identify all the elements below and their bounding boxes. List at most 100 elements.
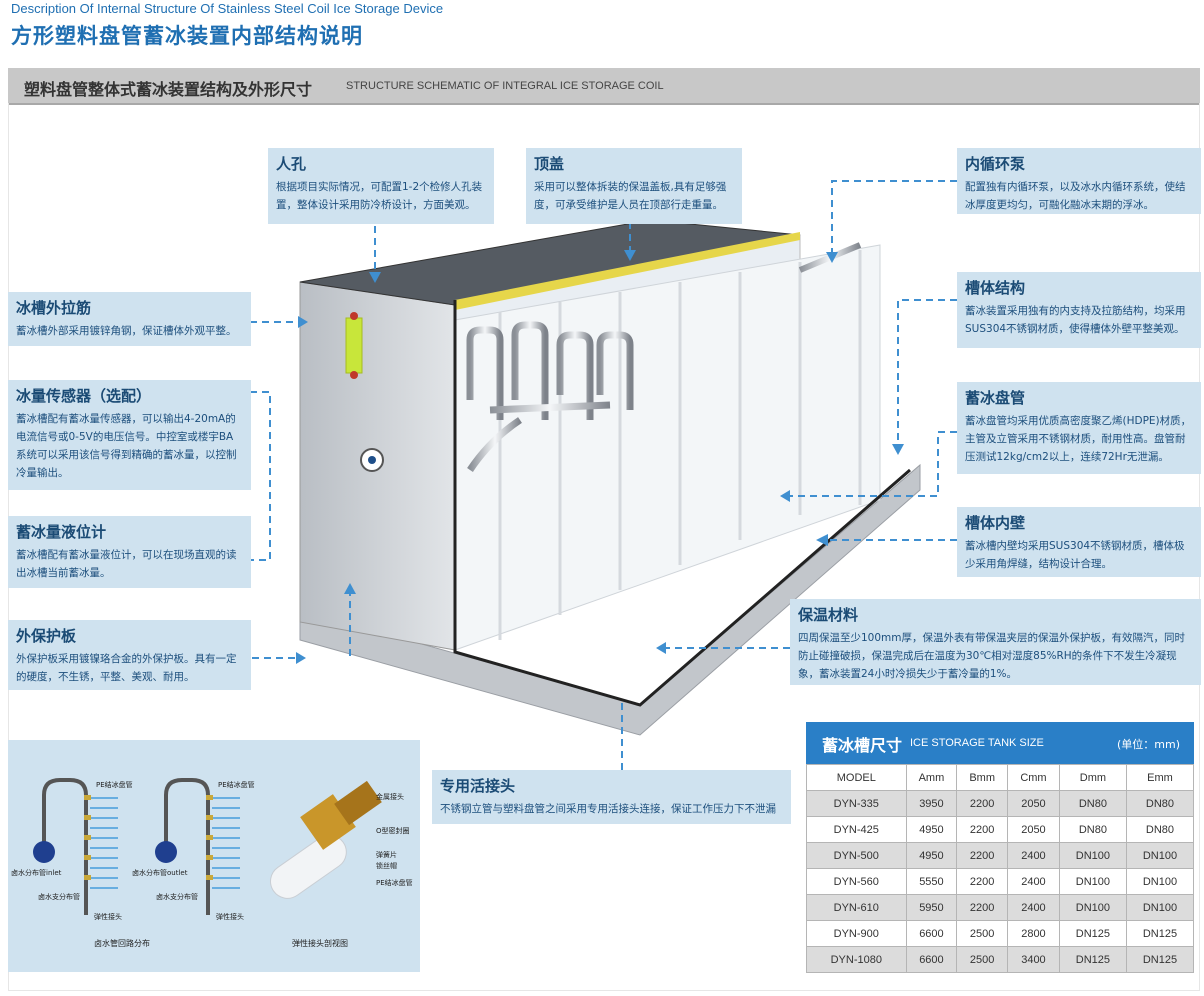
callout-title: 专用活接头 [440,777,516,795]
callout-title: 蓄冰盘管 [965,389,1026,407]
riser-pipes [466,321,634,472]
label-spring: 弹簧片 [376,851,397,859]
table-cell: DN100 [1058,894,1127,921]
table-cell: 5950 [905,894,958,921]
page-subtitle: Description Of Internal Structure Of Sta… [11,1,444,16]
section-title: 塑料盘管整体式蓄冰装置结构及外形尺寸 [24,80,313,99]
inlet-ball [33,841,55,863]
table-cell: 2050 [1007,790,1060,817]
table-cell: DYN-1080 [806,946,907,973]
label-branch1: 卤水支分布管 [38,893,80,901]
callout-pump: 内循环泵 配置独有内循环泵，以及冰水内循环系统，使结冰厚度更均匀，可融化融冰末期… [957,148,1201,214]
table-cell: 2200 [956,842,1009,869]
size-table-title: 蓄冰槽尺寸 [822,736,903,755]
label-joint1: 弹性接头 [94,913,122,921]
table-cell: DN80 [1125,790,1195,817]
callout-desc: 外保护板采用镀镍珞合金的外保护板。具有一定的硬度，不生锈，平整、美观、耐用。 [16,653,237,683]
label-pe2: PE结冰盘管 [218,781,255,789]
callout-panel: 外保护板 外保护板采用镀镍珞合金的外保护板。具有一定的硬度，不生锈，平整、美观、… [8,620,251,690]
callout-desc: 蓄冰槽配有蓄冰量传感器，可以输出4-20mA的电流信号或0-5V的电压信号。中控… [16,413,237,479]
callout-coil: 蓄冰盘管 蓄冰盘管均采用优质高密度聚乙烯(HDPE)材质，主管及立管采用不锈钢材… [957,382,1201,474]
callout-desc: 四周保温至少100mm厚，保温外表有带保温夹层的保温外保护板，有效隔汽，同时防止… [798,632,1185,680]
coil-diagram [33,778,382,915]
table-cell: 3950 [905,790,958,817]
table-cell: 2400 [1007,868,1060,895]
flow-arrows [90,797,240,889]
tank-top-strip [455,232,800,310]
callout-manhole: 人孔 根据项目实际情况，可配置1-2个检修人孔装置，整体设计采用防冷桥设计，方面… [268,148,494,224]
callout-desc: 不锈钢立管与塑料盘管之间采用专用活接头连接，保证工作压力下不泄漏 [440,803,776,815]
table-cell: DN100 [1058,868,1127,895]
label-metal: 金属接头 [376,793,404,801]
table-cell: 4950 [905,816,958,843]
table-cell: DN100 [1058,842,1127,869]
table-cell: DN100 [1125,868,1195,895]
table-cell: DN125 [1125,920,1195,947]
table-cell: DN125 [1058,946,1127,973]
table-cell: 6600 [905,946,958,973]
table-cell: 2400 [1007,842,1060,869]
callout-title: 冰量传感器（选配） [16,387,152,405]
label-outlet: 卤水分布管outlet [132,869,188,877]
section-title-en: STRUCTURE SCHEMATIC OF INTEGRAL ICE STOR… [346,80,664,92]
table-cell: DN100 [1125,842,1195,869]
callout-desc: 配置独有内循环泵，以及冰水内循环系统，使结冰厚度更均匀，可融化融冰末期的浮冰。 [965,181,1186,211]
caption-left: 卤水管回路分布 [94,939,150,948]
label-oring: O型密封圈 [376,827,410,835]
table-cell: 2500 [956,920,1009,947]
table-header-cell: Emm [1125,764,1195,791]
table-cell: DN100 [1125,894,1195,921]
size-table-unit: (单位：mm) [1116,738,1180,751]
brine-loop-left [42,778,88,915]
table-cell: DN125 [1125,946,1195,973]
callout-rib: 冰槽外拉筋 蓄冰槽外部采用镀锌角钢，保证槽体外观平整。 [8,292,251,346]
callout-desc: 蓄冰盘管均采用优质高密度聚乙烯(HDPE)材质，主管及立管采用不锈钢材质，耐用性… [965,415,1192,463]
table-cell: DN80 [1058,816,1127,843]
callout-title: 槽体内壁 [965,514,1026,532]
label-pe1: PE结冰盘管 [96,781,133,789]
table-cell: DN125 [1058,920,1127,947]
table-cell: 3400 [1007,946,1060,973]
table-cell: 2200 [956,894,1009,921]
table-cell: 2200 [956,868,1009,895]
callout-joint: 专用活接头 不锈钢立管与塑料盘管之间采用专用活接头连接，保证工作压力下不泄漏 [432,770,791,824]
caption-right: 弹性接头剖视图 [292,939,348,948]
label-pe3: PE结冰盘管 [376,879,413,887]
table-cell: 2800 [1007,920,1060,947]
callout-title: 蓄冰量液位计 [16,523,107,541]
outlet-ball [155,841,177,863]
table-cell: 2400 [1007,894,1060,921]
label-branch2: 卤水支分布管 [156,893,198,901]
callout-title: 外保护板 [16,627,77,645]
table-header-cell: Dmm [1058,764,1127,791]
callout-desc: 蓄冰槽配有蓄冰量液位计，可以在现场直观的读出冰槽当前蓄冰量。 [16,549,237,579]
callout-desc: 蓄冰槽内壁均采用SUS304不锈钢材质，槽体极少采用角焊缝，结构设计合理。 [965,540,1185,570]
callout-connectors [250,180,957,770]
label-nut: 锁丝帽 [376,862,397,870]
callout-desc: 蓄冰槽外部采用镀锌角钢，保证槽体外观平整。 [16,325,237,337]
table-cell: 6600 [905,920,958,947]
size-table-title-en: ICE STORAGE TANK SIZE [910,737,1044,749]
table-cell: 5550 [905,868,958,895]
table-header-cell: MODEL [806,764,907,791]
table-cell: DYN-425 [806,816,907,843]
size-table-block: 蓄冰槽尺寸 ICE STORAGE TANK SIZE (单位：mm) MODE… [806,722,1195,973]
callout-title: 槽体结构 [965,279,1026,297]
section-bar: 塑料盘管整体式蓄冰装置结构及外形尺寸 STRUCTURE SCHEMATIC O… [8,68,1200,105]
table-cell: 2200 [956,790,1009,817]
table-cell: DYN-900 [806,920,907,947]
callout-title: 内循环泵 [965,155,1026,173]
coil-joints [84,795,213,880]
table-cell: DYN-335 [806,790,907,817]
coil-diagram-panel: PE结冰盘管 卤水分布管inlet 卤水支分布管 弹性接头 PE结冰盘管 卤水分… [8,740,420,972]
table-header-cell: Amm [905,764,958,791]
elastic-joint-illustration [270,780,382,899]
callout-wall: 槽体内壁 蓄冰槽内壁均采用SUS304不锈钢材质，槽体极少采用角焊缝，结构设计合… [957,507,1201,577]
